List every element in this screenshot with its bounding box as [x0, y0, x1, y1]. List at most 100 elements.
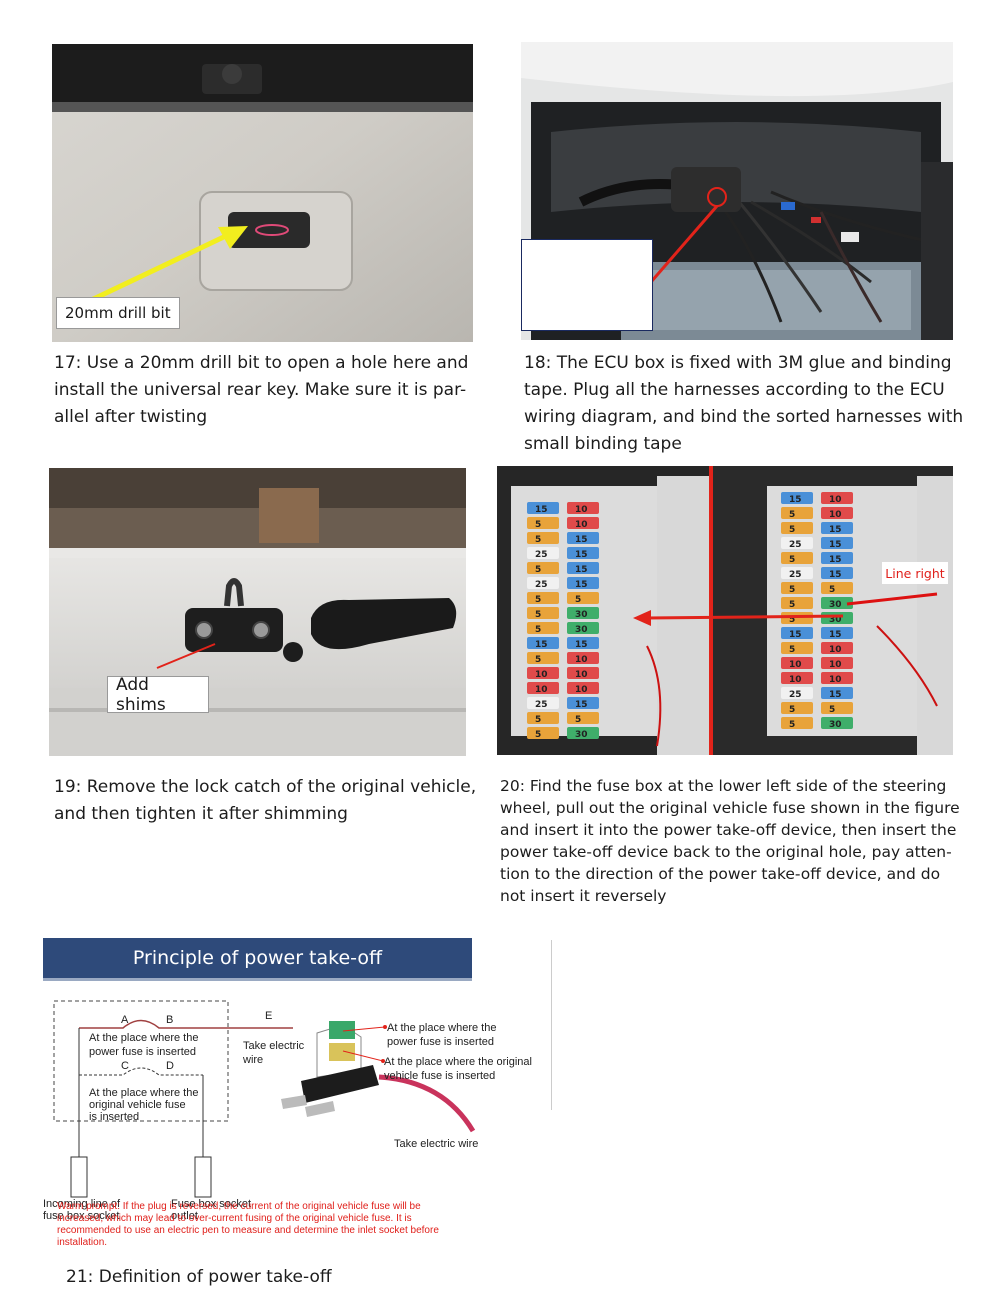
fuse [821, 627, 853, 639]
caption-line: 18: The ECU box is fixed with 3M glue an… [524, 353, 952, 373]
step18-caption: 18: The ECU box is fixed with 3M glue an… [524, 350, 974, 458]
fuse [527, 577, 559, 589]
fuse [567, 577, 599, 589]
fuse [781, 717, 813, 729]
line-right-label: Line right [882, 562, 948, 584]
fuse-value: 30 [829, 615, 842, 625]
fuse-value: 25 [789, 570, 802, 580]
fuse [821, 492, 853, 504]
fuse-value: 25 [535, 550, 548, 560]
fuse [527, 712, 559, 724]
caption-line: 19: Remove the lock catch of the origina… [54, 777, 477, 797]
fuse-outlet-line1: Fuse box socket [171, 1198, 251, 1210]
fuse-value: 5 [535, 655, 541, 665]
fuse [527, 637, 559, 649]
fuse-value: 10 [575, 685, 588, 695]
fuse [821, 597, 853, 609]
fuse-value: 10 [575, 505, 588, 515]
fuse-value: 25 [535, 580, 548, 590]
fuse [821, 567, 853, 579]
fuse-box-svg: 15 5 5 25 5 25 5 5 5 15 5 10 10 25 5 5 10 10 15 15 15 15 5 30 30… [497, 466, 953, 755]
fuse-value: 10 [575, 655, 588, 665]
fuse-value: 15 [575, 550, 588, 560]
fuse-value: 10 [789, 675, 802, 685]
fuse-value: 15 [575, 700, 588, 710]
fuse [567, 652, 599, 664]
photo-rear-key-hole [52, 44, 473, 342]
power-fuse-place-line1: At the place where the [89, 1032, 198, 1044]
fuse [781, 567, 813, 579]
fuse [567, 592, 599, 604]
line-right-label-text: Line right [885, 565, 945, 581]
fuse-value: 5 [789, 525, 795, 535]
fuse-value: 5 [535, 520, 541, 530]
warning-line: Warm prompt: If the plug is reversed, th… [57, 1201, 421, 1212]
step17-caption: 17: Use a 20mm drill bit to open a hole … [54, 350, 494, 431]
fuse-value: 5 [535, 610, 541, 620]
warning-line: recommended to use an electric pen to me… [57, 1225, 439, 1236]
fuse-value: 25 [789, 690, 802, 700]
fuse-value: 5 [789, 705, 795, 715]
add-a-fuse-device [281, 1021, 476, 1133]
fuse [821, 522, 853, 534]
fuse [821, 537, 853, 549]
fuse-value: 15 [829, 555, 842, 565]
incoming-line-line1: Incoming line of [43, 1198, 121, 1210]
fuse [527, 517, 559, 529]
fuse-value: 10 [575, 520, 588, 530]
fuse-value: 15 [535, 505, 548, 515]
power-takeoff-schematic: A B C D E At the place where the power f… [43, 1000, 532, 1222]
fuse [781, 657, 813, 669]
fuse-value: 15 [575, 535, 588, 545]
fuse [781, 552, 813, 564]
fuse [781, 627, 813, 639]
ecu-placeholder-box [521, 239, 653, 331]
fuse [781, 702, 813, 714]
fuse [567, 682, 599, 694]
original-fuse-place-line1: At the place where the [89, 1087, 198, 1099]
fuse [821, 582, 853, 594]
fuse-value: 30 [829, 720, 842, 730]
caption-line: and then tighten it after shimming [54, 804, 348, 824]
fuse-value: 10 [829, 495, 842, 505]
fuse-value: 10 [575, 670, 588, 680]
fuse-value: 30 [829, 600, 842, 610]
fuse-value: 25 [789, 540, 802, 550]
fuse-value: 5 [535, 595, 541, 605]
fuse [527, 727, 559, 739]
fuse-value: 5 [789, 585, 795, 595]
fuse [821, 687, 853, 699]
warning-line: increased, which may lead to over-curren… [57, 1213, 412, 1224]
fuse-value: 5 [789, 615, 795, 625]
fuse [821, 657, 853, 669]
fuse-value: 5 [575, 715, 581, 725]
right-power-fuse-line2: power fuse is inserted [387, 1036, 494, 1048]
caption-line: and insert it into the power take-off de… [500, 821, 957, 839]
right-original-fuse-line2: vehicle fuse is inserted [384, 1070, 495, 1082]
fuse [781, 672, 813, 684]
add-shims-label-text: Add shims [116, 674, 166, 715]
caption-line: 20: Find the fuse box at the lower left … [500, 777, 947, 795]
power-fuse-place-line2: power fuse is inserted [89, 1046, 196, 1058]
letter-d: D [166, 1060, 174, 1072]
original-fuse-place-line2: original vehicle fuse [89, 1099, 186, 1111]
right-original-fuse-line1: At the place where the original [384, 1056, 532, 1068]
fuse [781, 537, 813, 549]
fuse [567, 517, 599, 529]
caption-line: wheel, pull out the original vehicle fus… [500, 799, 960, 817]
fuse-value: 5 [535, 565, 541, 575]
fuse-value: 15 [575, 640, 588, 650]
fuse [527, 592, 559, 604]
warning-prompt: Warm prompt: If the plug is reversed, th… [57, 1201, 517, 1249]
fuse [567, 607, 599, 619]
fuse [527, 502, 559, 514]
step21-caption: 21: Definition of power take-off [66, 1264, 466, 1291]
fuse [781, 642, 813, 654]
fuse [567, 622, 599, 634]
letter-a: A [121, 1014, 129, 1026]
fuse-value: 5 [535, 730, 541, 740]
fuse [527, 562, 559, 574]
fuse [821, 702, 853, 714]
fuse-value: 5 [789, 555, 795, 565]
fuse-value: 10 [829, 645, 842, 655]
